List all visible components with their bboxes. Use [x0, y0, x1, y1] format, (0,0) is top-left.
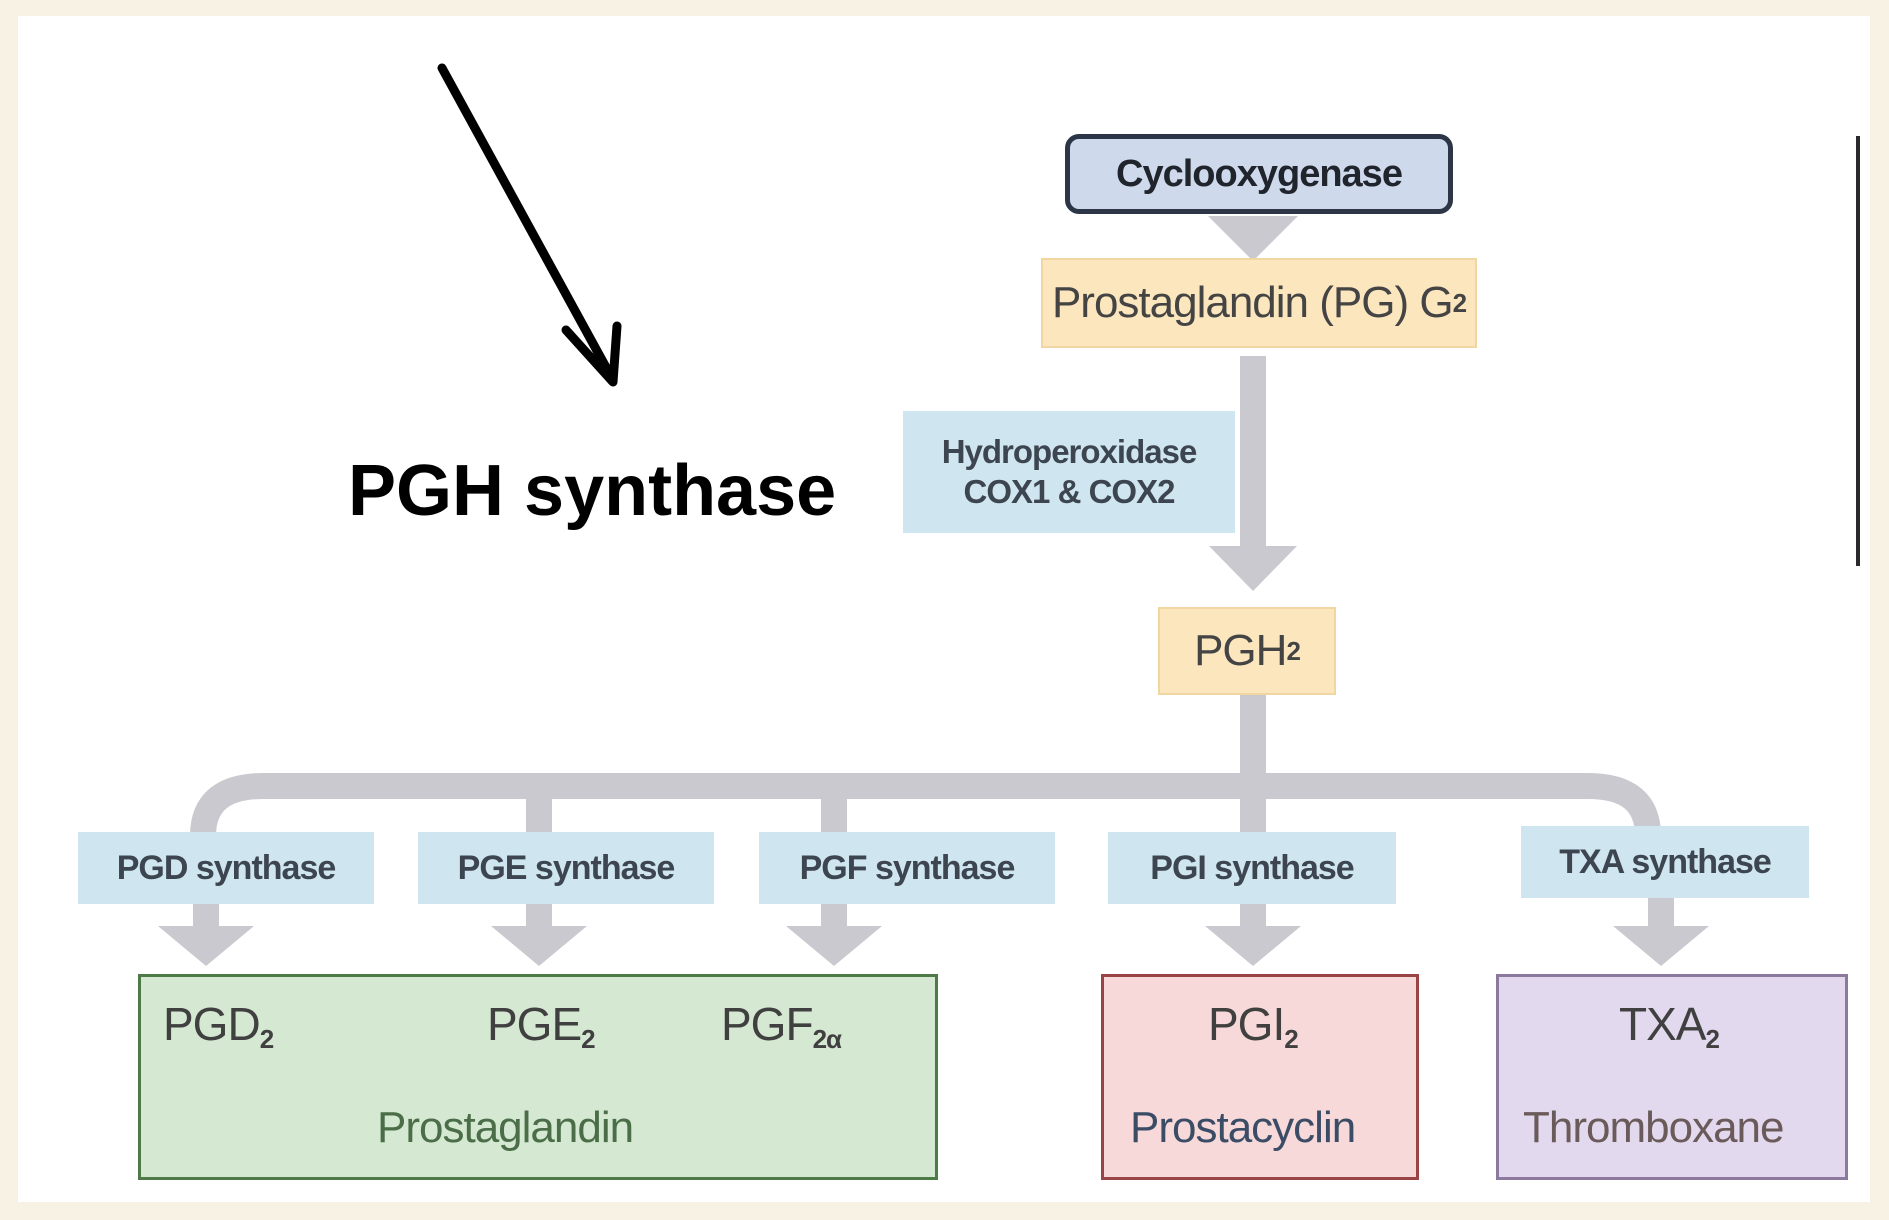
arrow-pgi-synthase-to-pgi2: [1205, 900, 1301, 966]
pathway-arrows: [158, 63, 1860, 966]
arrow-pgg2-to-pgh2-head: [1209, 546, 1297, 591]
pgd2-label: PGD2: [163, 997, 275, 1055]
pgf2a-label: PGF2α: [721, 997, 842, 1055]
arrow-pge-synthase-to-pge2: [491, 900, 587, 966]
prostacyclin-group: PGI2 Prostacyclin: [1101, 974, 1419, 1180]
pgg2-subscript: 2: [1452, 287, 1468, 318]
annotation-arrow: [437, 63, 622, 387]
arrow-pgf-synthase-to-pgf2a: [786, 900, 882, 966]
pgi2-subscript: 2: [1284, 1024, 1299, 1054]
thromboxane-group-label: Thromboxane: [1523, 1103, 1784, 1152]
txa2-subscript: 2: [1705, 1024, 1720, 1054]
hydroperoxidase-line2: COX1 & COX2: [963, 473, 1176, 510]
pgf-synthase-box: PGF synthase: [759, 832, 1055, 904]
pgh-synthase-label: PGH synthase: [348, 451, 837, 531]
branch-pgi: [1240, 786, 1266, 836]
txa2-label: TXA2: [1619, 997, 1720, 1055]
pathway-diagram: PGH synthase Cyclooxygenase Prostaglandi…: [18, 16, 1870, 1202]
thromboxane-group: TXA2 Thromboxane: [1496, 974, 1848, 1180]
pgd2-subscript: 2: [259, 1024, 275, 1054]
pgh2-subscript: 2: [1286, 635, 1301, 666]
pgh2-text: PGH: [1194, 626, 1287, 675]
pgi2-label: PGI2: [1208, 997, 1299, 1055]
pgd-synthase-box: PGD synthase: [78, 832, 374, 904]
pgf2a-text: PGF: [721, 998, 814, 1050]
hydroperoxidase-line1: Hydroperoxidase: [941, 433, 1198, 471]
arrow-distributor: [190, 773, 1661, 837]
arrow-cox-to-pgg2: [1208, 216, 1298, 261]
txa2-text: TXA: [1619, 998, 1706, 1050]
arrow-pgg2-to-pgh2-shaft: [1240, 356, 1266, 551]
pgg2-text: Prostaglandin (PG) G: [1051, 278, 1454, 327]
pgi2-text: PGI: [1208, 998, 1285, 1050]
pgi-synthase-box: PGI synthase: [1108, 832, 1396, 904]
cyclooxygenase-box: Cyclooxygenase: [1065, 134, 1453, 214]
branch-pge: [526, 786, 552, 836]
txa-synthase-box: TXA synthase: [1521, 826, 1809, 898]
prostaglandin-group-label: Prostaglandin: [377, 1103, 634, 1152]
pge2-label: PGE2: [487, 997, 596, 1055]
pge2-subscript: 2: [581, 1024, 596, 1054]
edge-line: [1856, 136, 1860, 566]
prostacyclin-group-label: Prostacyclin: [1130, 1103, 1356, 1152]
hydroperoxidase-box: Hydroperoxidase COX1 & COX2: [903, 411, 1235, 533]
pge2-text: PGE: [487, 998, 582, 1050]
arrow-pgd-synthase-to-pgd2: [158, 900, 254, 966]
arrow-txa-synthase-to-txa2: [1613, 894, 1709, 966]
pgf2a-subscript: 2α: [812, 1024, 842, 1054]
pge-synthase-box: PGE synthase: [418, 832, 714, 904]
pgd2-text: PGD: [163, 998, 261, 1050]
prostaglandin-group: PGD2 PGE2 PGF2α Prostaglandin: [138, 974, 938, 1180]
branch-pgf: [821, 786, 847, 836]
